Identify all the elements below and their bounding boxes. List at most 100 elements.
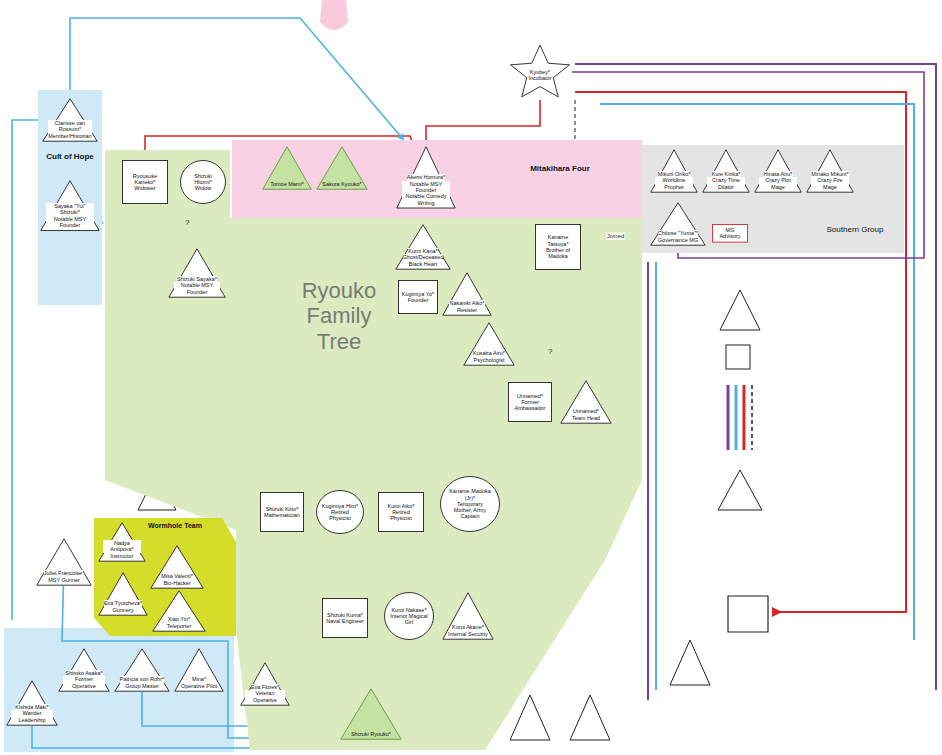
person-square: MG Advisory — [712, 224, 748, 243]
magical-girl-triangle-shape — [341, 689, 401, 739]
text-holder: Kishida Maki*Wander Leadership — [11, 704, 53, 723]
person-square: Unnamed*Former Ambassador — [508, 382, 552, 422]
person-note: Founder — [408, 297, 429, 303]
magical-girl-triangle: Chitose "Yuma"*Governance MG — [650, 202, 706, 246]
person-note: Mathematician — [264, 512, 300, 518]
text-holder: Kuroi Aiko*Retired Physicist — [381, 503, 421, 522]
text-holder: Akemi Homura*Notable MSY FounderNotable … — [402, 174, 450, 206]
magical-girl-triangle-shape — [151, 546, 203, 588]
magical-girl-triangle-shape — [99, 573, 147, 615]
person-note: Widower — [134, 185, 155, 191]
person-square-shape — [261, 493, 304, 532]
text-holder: Nadya Antipova*Instructor — [103, 540, 141, 559]
text-holder: Shizuki Sayaka*Notable MSY Founder — [174, 276, 220, 295]
magical-girl-triangle: Tomoe Mami* — [262, 146, 312, 190]
cult-panel — [4, 628, 234, 752]
legend-line — [727, 385, 730, 450]
person-note: Widow — [195, 185, 212, 191]
group-region-shape — [232, 140, 642, 218]
legend-line — [735, 385, 738, 450]
magical-girl-triangle-shape — [703, 150, 749, 192]
person-note: Veteran Operative — [245, 690, 285, 703]
person-square: Shizuki Kuma*Naval Engineer — [322, 598, 368, 638]
text-holder: Eva Flores*Veteran Operative — [245, 684, 285, 703]
relation-line — [70, 18, 404, 140]
magical-girl-triangle: Kuroi Akane*Internal Security — [442, 592, 494, 640]
person-name: Sakura Kyouko* — [322, 181, 361, 187]
group-label: Ryouko Family Tree — [293, 278, 385, 354]
person-circle-shape — [385, 593, 434, 640]
text-holder: Cult of Hope — [40, 152, 100, 161]
magical-girl-triangle: Shiroko Asaka*Former Operative — [58, 648, 110, 692]
text-holder: Hinata Airu*Crazy Plot Mage — [759, 171, 797, 190]
group-region-shape — [94, 518, 236, 636]
person-note: Crazy Plot Mage — [759, 177, 797, 190]
person-note: Psychologist — [474, 357, 505, 363]
arrow-head — [772, 607, 782, 617]
group-region: Ryouko Family Tree Ryousuke Kaneko*Widowe… — [105, 150, 642, 750]
magical-girl-triangle-shape — [651, 203, 705, 245]
magical-girl-triangle-shape — [464, 323, 514, 365]
person-circle: Shizuki Hitomi*Widow — [180, 160, 226, 204]
magical-girl-triangle-shape — [169, 249, 225, 297]
group-region-shape — [38, 90, 102, 305]
person-circle: Kuroi Nakase*Interior Magical Girl — [384, 592, 434, 640]
magical-girl-triangle-shape — [755, 150, 801, 192]
person-note: Governance MG — [658, 237, 698, 243]
person-name: Sayaka "Yui" Shizuki* — [46, 203, 94, 216]
magical-girl-triangle-shape — [41, 181, 99, 231]
legend-symbol — [718, 470, 762, 510]
person-square-shape — [123, 161, 168, 204]
person-note: Notable MSY Founder — [402, 181, 450, 194]
person-name: Ryousuke Kaneko* — [125, 173, 165, 186]
person-name: Kaname Madoka (Jr)* — [447, 488, 493, 501]
person-note: Crazy Time Dilator — [707, 177, 745, 190]
magical-girl-triangle-shape — [115, 649, 169, 691]
person-square-shape — [379, 493, 424, 532]
person-note: Temporary Mother, Army Captain — [447, 501, 493, 520]
magical-girl-triangle-shape — [59, 649, 109, 691]
person-circle-shape — [181, 161, 226, 204]
person-circle-shape — [441, 477, 500, 532]
text-holder: Juliet Francoise*MSY Gunner — [42, 570, 87, 583]
magical-girl-triangle-shape — [37, 539, 91, 585]
text-holder: Kure Kirika*Crazy Time Dilator — [707, 171, 745, 190]
person-note: Notable MSY Founder — [46, 216, 94, 229]
note-label: ? — [548, 348, 552, 357]
magical-girl-triangle: Shizuki Sayaka*Notable MSY Founder — [168, 248, 226, 298]
magical-girl-triangle-shape — [396, 225, 450, 269]
text-holder: Ryousuke Kaneko*Widower — [125, 173, 165, 192]
magical-girl-triangle: Sayaka "Yui" Shizuki*Notable MSY Founder — [40, 180, 100, 231]
magical-girl-triangle: Unnamed*Team Head — [560, 380, 612, 424]
person-name: Tomoe Mami* — [270, 181, 304, 187]
group-region: Southern GroupMikuni Oriko*Worldline Pro… — [642, 145, 904, 253]
person-name: Shizuki Hitomi* — [186, 173, 221, 186]
magical-girl-triangle-shape — [7, 681, 57, 725]
person-square: Kugimiya Yo*Founder — [398, 280, 438, 314]
text-holder: Kuroi Akane*Internal Security — [447, 624, 489, 637]
group-region-shape — [642, 145, 904, 253]
text-holder: Mina*Operative Pilot — [179, 676, 219, 689]
edge-label: Joined — [606, 233, 626, 240]
unnamed-triangle — [510, 695, 550, 740]
magical-girl-triangle-shape — [241, 663, 289, 705]
text-holder: Kugimiya Hiro*Retired Physicist — [322, 503, 358, 522]
person-note: Brother of Madoka — [538, 247, 578, 260]
note-label: ? — [185, 219, 189, 228]
magical-girl-triangle: Eva Tyutcheva*Gunnery — [98, 572, 148, 616]
text-holder: Shizuki Koto*Mathematician — [263, 506, 301, 519]
person-note: Teleporter — [167, 623, 191, 629]
person-square-shape — [509, 383, 552, 422]
person-square-shape — [536, 225, 581, 270]
person-square: Kaname Tatsuya*Brother of Madoka — [535, 224, 581, 270]
person-note: Notable MSY Founder — [174, 282, 220, 295]
person-note: Black Heart — [409, 261, 437, 267]
text-holder: Chitose "Yuma"*Governance MG — [656, 230, 701, 243]
magical-girl-triangle: Sakura Kyouko* — [316, 146, 368, 190]
magical-girl-triangle: Minako Mikuni*Crazy Fire Mage — [806, 149, 854, 193]
person-note: Internal Security — [448, 631, 488, 637]
magical-girl-triangle: Nakaniki Aiko*Resister — [442, 272, 492, 316]
group-region-shape — [105, 150, 642, 750]
person-note: Retired Physicist — [381, 509, 421, 522]
